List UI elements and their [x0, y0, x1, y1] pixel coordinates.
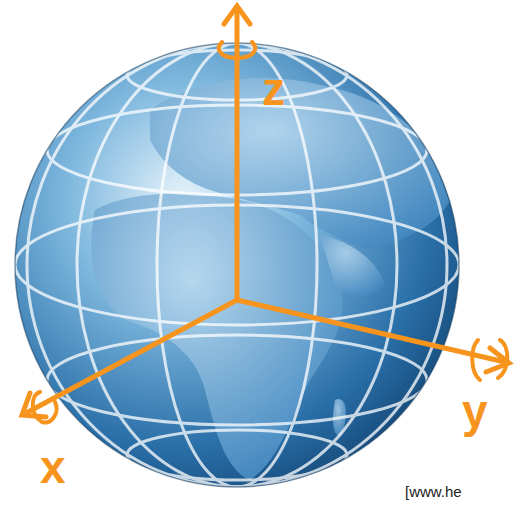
axis-label: z [262, 66, 285, 112]
axis-label: x [40, 444, 66, 490]
axis-label: y [462, 388, 488, 434]
coordinate-axes [22, 6, 509, 422]
source-watermark: [www.he [405, 484, 462, 499]
